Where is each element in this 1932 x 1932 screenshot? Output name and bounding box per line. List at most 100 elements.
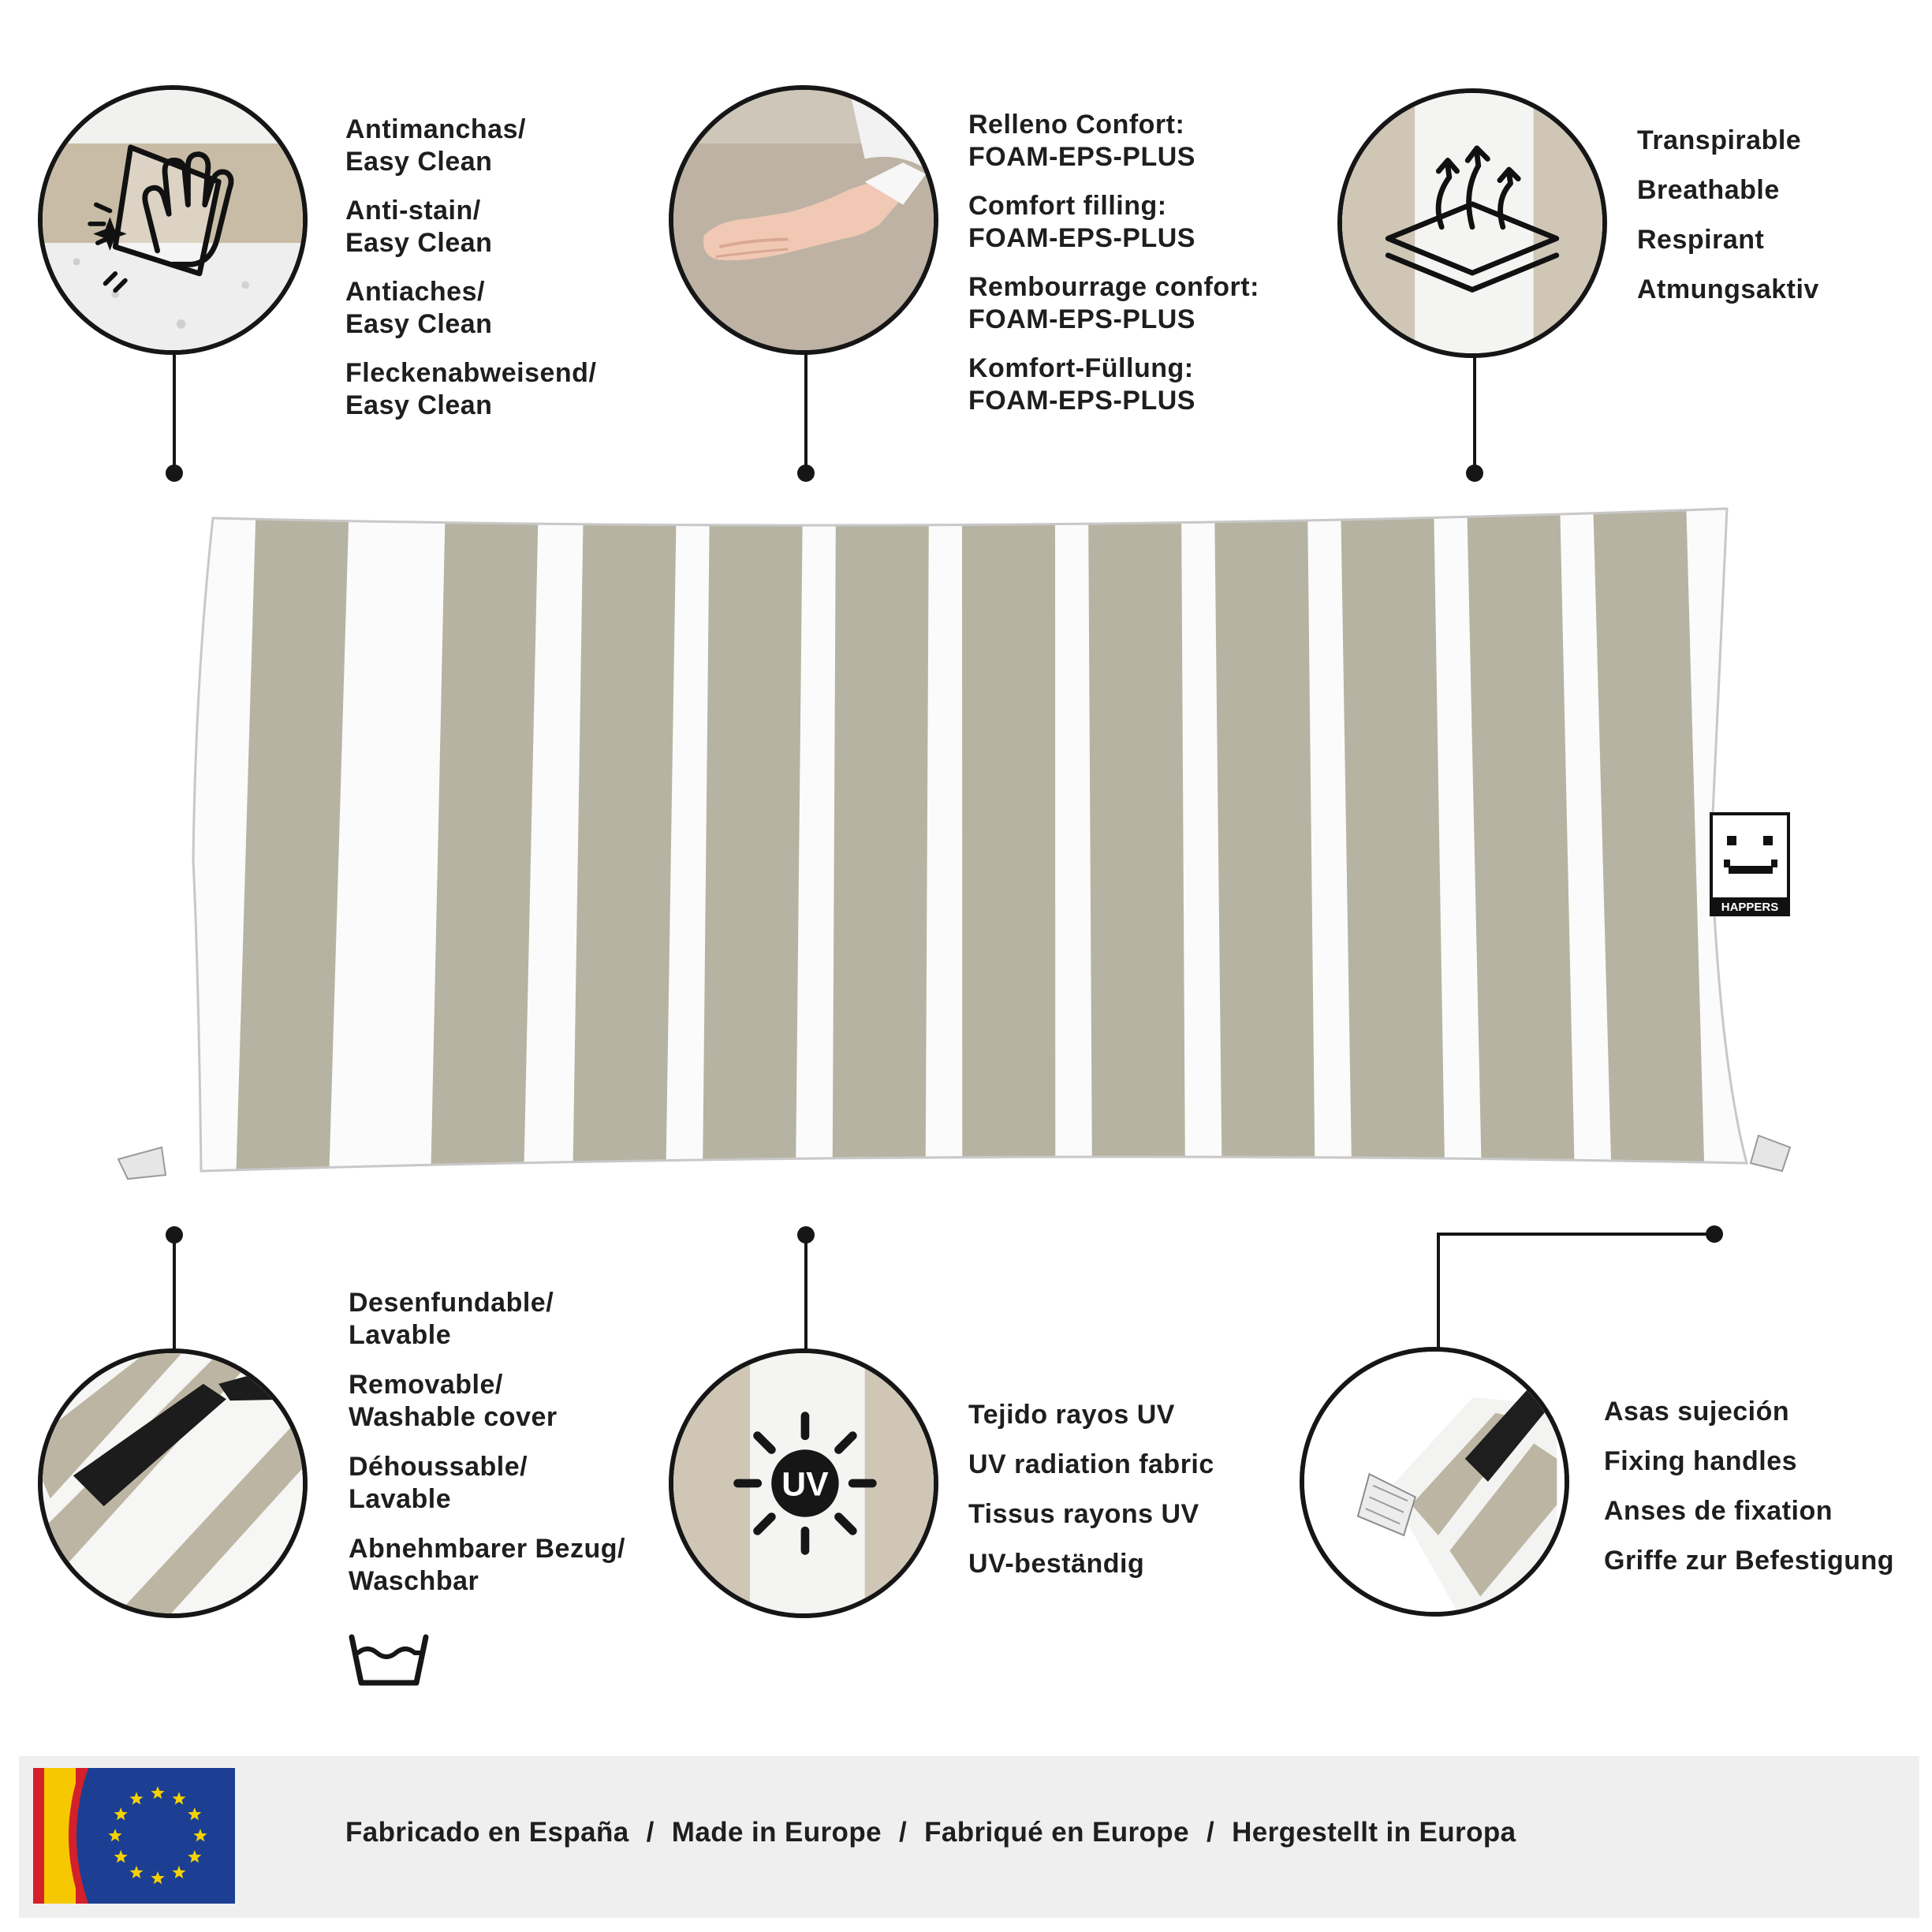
filling-detail-circle (669, 85, 938, 355)
cushion-stripe (572, 509, 677, 1171)
handles-connector-hline (1437, 1233, 1714, 1236)
uv-label-en: UV radiation fabric (968, 1449, 1214, 1479)
cushion-stripe (1214, 509, 1315, 1171)
stain-label-en: Anti-stain/Easy Clean (345, 196, 493, 258)
origin-fr: Fabriqué en Europe (924, 1817, 1189, 1848)
uv-detail-circle: UV (669, 1348, 938, 1618)
cushion-stripe (110, 505, 181, 1191)
cushion-stripe (1341, 509, 1445, 1171)
uv-ray (753, 1431, 776, 1454)
removable-label-de: Abnehmbarer Bezug/Waschbar (349, 1534, 625, 1596)
stain-detail-circle (38, 85, 308, 355)
eu-star (172, 1792, 186, 1805)
zipper-cover-icon (43, 1353, 303, 1613)
filling-label-en: Comfort filling:FOAM-EPS-PLUS (968, 191, 1195, 253)
origin-en: Made in Europe (671, 1817, 882, 1848)
breathable-feature-text: Transpirable Breathable Respirant Atmung… (1637, 125, 1819, 323)
origin-footer (19, 1756, 1919, 1918)
removable-connector-line (173, 1235, 176, 1352)
cushion-stripe (962, 509, 1056, 1171)
filling-label-fr: Rembourrage confort:FOAM-EPS-PLUS (968, 272, 1259, 334)
cushion-stripe (832, 509, 929, 1171)
origin-es: Fabricado en España (345, 1817, 629, 1848)
breathable-label-es: Transpirable (1637, 125, 1802, 155)
corner-tag-right (1749, 1134, 1792, 1173)
removable-detail-circle (38, 1348, 308, 1618)
eu-star (129, 1792, 144, 1805)
eu-star (151, 1786, 165, 1800)
breathable-label-fr: Respirant (1637, 225, 1765, 255)
origin-text: Fabricado en España / Made in Europe / Fabri… (345, 1817, 1516, 1848)
cushion-stripe (702, 509, 803, 1171)
eu-star (188, 1807, 202, 1821)
uv-connector-line (804, 1235, 807, 1352)
hand-pressing-icon (673, 90, 934, 350)
eu-star (129, 1865, 144, 1878)
uv-label-es: Tejido rayos UV (968, 1400, 1175, 1430)
uv-label-de: UV-beständig (968, 1549, 1145, 1579)
removable-label-es: Desenfundable/Lavable (349, 1288, 554, 1350)
striped-cushion: HAPPERS (110, 505, 1792, 1191)
eu-star (151, 1871, 165, 1885)
breathable-connector-line (1473, 355, 1476, 472)
cushion-stripe (1593, 509, 1706, 1171)
stain-feature-text: Antimanchas/Easy Clean Anti-stain/Easy C… (345, 114, 596, 438)
eu-star (114, 1850, 128, 1863)
eu-star (188, 1850, 202, 1863)
filling-connector-dot (797, 464, 815, 482)
eu-star (193, 1829, 207, 1842)
cushion-stripe (1467, 509, 1576, 1171)
hand-wiping-icon (43, 90, 303, 350)
fixing-handle-icon (1304, 1352, 1565, 1612)
striped-cushion-photo: HAPPERS (110, 505, 1798, 1191)
breathable-layers-icon (1342, 93, 1602, 353)
uv-feature-text: Tejido rayos UV UV radiation fabric Tiss… (968, 1399, 1214, 1598)
cushion-stripe (235, 509, 349, 1171)
removable-feature-text: Desenfundable/Lavable Removable/Washable… (349, 1287, 625, 1615)
removable-label-fr: Déhoussable/Lavable (349, 1452, 528, 1514)
uv-sun-icon: UV (673, 1353, 934, 1613)
origin-sep-2: / (898, 1817, 908, 1848)
eu-star (172, 1865, 186, 1878)
breathable-detail-circle (1337, 88, 1607, 358)
stain-label-de: Fleckenabweisend/Easy Clean (345, 358, 597, 420)
eu-star (108, 1829, 122, 1842)
cushion-stripes (110, 505, 1747, 1191)
filling-connector-line (804, 352, 807, 472)
corner-tag-left (117, 1146, 167, 1180)
uv-label-fr: Tissus rayons UV (968, 1499, 1199, 1529)
origin-sep-3: / (1206, 1817, 1215, 1848)
spain-eu-flag-icon (33, 1768, 235, 1904)
filling-label-es: Relleno Confort:FOAM-EPS-PLUS (968, 110, 1195, 172)
handles-label-es: Asas sujeción (1604, 1397, 1790, 1427)
breathable-label-de: Atmungsaktiv (1637, 274, 1819, 304)
handles-connector-line (1437, 1233, 1440, 1351)
handles-connector-dot (1706, 1225, 1723, 1243)
breathable-label-en: Breathable (1637, 175, 1780, 205)
filling-feature-text: Relleno Confort:FOAM-EPS-PLUS Comfort fi… (968, 109, 1259, 434)
uv-ray (834, 1512, 857, 1535)
eu-star (114, 1807, 128, 1821)
origin-de: Hergestellt in Europa (1232, 1817, 1516, 1848)
uv-ray (753, 1512, 776, 1535)
filling-label-de: Komfort-Füllung:FOAM-EPS-PLUS (968, 353, 1195, 416)
washing-tub-icon (349, 1634, 429, 1686)
brand-tag-text: HAPPERS (1721, 901, 1779, 914)
handles-feature-text: Asas sujeción Fixing handles Anses de fi… (1604, 1396, 1894, 1594)
uv-ray (834, 1431, 857, 1454)
stain-label-es: Antimanchas/Easy Clean (345, 114, 526, 177)
origin-sep-1: / (646, 1817, 655, 1848)
handles-label-de: Griffe zur Befestigung (1604, 1546, 1895, 1576)
cushion-stripe (1088, 509, 1186, 1171)
stain-connector-dot (166, 464, 183, 482)
stain-connector-line (173, 352, 176, 472)
handles-label-en: Fixing handles (1604, 1446, 1798, 1476)
stain-label-fr: Antiaches/Easy Clean (345, 277, 493, 339)
brand-tag: HAPPERS (1710, 812, 1790, 916)
uv-badge-text: UV (781, 1466, 829, 1504)
handles-detail-circle (1300, 1347, 1569, 1617)
handles-label-fr: Anses de fixation (1604, 1496, 1833, 1526)
cushion-stripe (430, 509, 539, 1171)
breathable-connector-dot (1466, 464, 1483, 482)
removable-label-en: Removable/Washable cover (349, 1370, 558, 1432)
